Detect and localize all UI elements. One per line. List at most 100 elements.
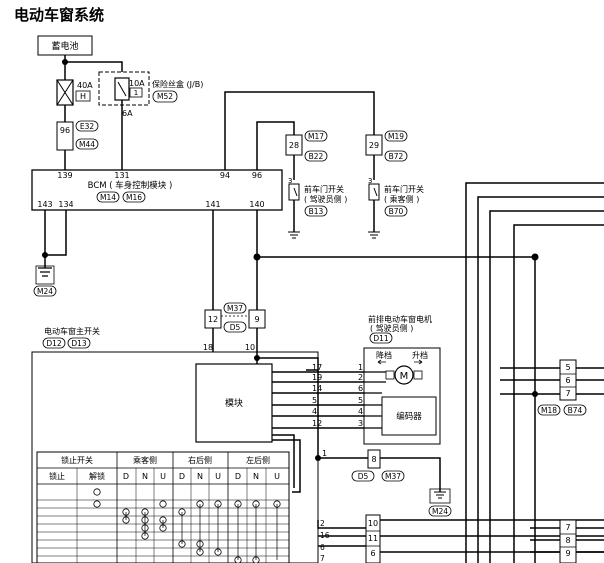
svg-text:右后侧: 右后侧: [188, 455, 212, 465]
connector-96: 96 E32 M44: [56, 120, 99, 151]
joint-connector-12-9: 12 9 M37 D5: [204, 302, 266, 333]
svg-text:( 乘客侧 ): ( 乘客侧 ): [384, 194, 419, 204]
svg-text:2: 2: [358, 373, 363, 382]
svg-text:7: 7: [565, 389, 570, 398]
svg-text:8: 8: [565, 536, 570, 545]
svg-text:M24: M24: [37, 287, 53, 296]
svg-text:升档: 升档: [412, 350, 428, 360]
svg-text:D11: D11: [373, 334, 389, 343]
bottom-connector: 10 11 6 2 16 6 7: [320, 514, 381, 563]
svg-text:18: 18: [203, 343, 213, 352]
svg-text:乘客侧: 乘客侧: [133, 455, 157, 465]
svg-text:134: 134: [58, 200, 73, 209]
svg-text:D12: D12: [46, 339, 62, 348]
svg-text:10A: 10A: [129, 79, 145, 88]
power-window-main-switch: 电动车窗主开关 D12 D13 18 10: [31, 326, 319, 563]
svg-text:141: 141: [205, 200, 220, 209]
junction-dots: [42, 59, 539, 461]
svg-text:M14: M14: [100, 193, 116, 202]
svg-text:( 驾驶员侧 ): ( 驾驶员侧 ): [370, 323, 413, 333]
svg-text:降档: 降档: [376, 350, 392, 360]
svg-text:10: 10: [245, 343, 255, 352]
svg-text:139: 139: [57, 171, 72, 180]
svg-text:19: 19: [312, 373, 322, 382]
svg-text:16: 16: [320, 531, 330, 540]
battery: 蓄电池: [37, 35, 93, 56]
svg-text:M: M: [400, 371, 409, 382]
front-window-motor-driver: 前排电动车窗电机 ( 驾驶员侧 ) D11 降档 升档 M 编码器: [363, 314, 441, 445]
svg-text:94: 94: [220, 171, 230, 180]
svg-text:3: 3: [288, 177, 292, 185]
svg-text:D5: D5: [358, 472, 369, 481]
svg-text:6: 6: [565, 376, 570, 385]
svg-text:12: 12: [312, 419, 322, 428]
svg-text:编码器: 编码器: [396, 411, 422, 422]
svg-text:蓄电池: 蓄电池: [51, 40, 78, 52]
ground-left: M24: [33, 265, 57, 297]
svg-text:28: 28: [289, 141, 299, 150]
svg-text:131: 131: [114, 171, 129, 180]
svg-text:M37: M37: [385, 472, 401, 481]
svg-text:29: 29: [369, 141, 379, 150]
svg-text:M37: M37: [227, 304, 243, 313]
fuse-10a-box: 10A 1 保险丝盒 (J/B) M52 6A: [98, 71, 203, 118]
svg-text:D: D: [235, 472, 241, 481]
svg-text:8: 8: [371, 455, 376, 464]
svg-text:左后侧: 左后侧: [246, 455, 270, 465]
svg-text:M19: M19: [388, 132, 404, 141]
svg-text:( 驾驶员侧 ): ( 驾驶员侧 ): [304, 194, 347, 204]
svg-text:3: 3: [368, 177, 372, 185]
svg-text:N: N: [253, 472, 259, 481]
svg-text:电动车窗主开关: 电动车窗主开关: [44, 326, 100, 336]
svg-text:14: 14: [312, 384, 322, 393]
svg-text:D5: D5: [230, 323, 241, 332]
svg-text:1: 1: [322, 449, 327, 458]
svg-text:6A: 6A: [122, 109, 133, 118]
svg-text:B72: B72: [389, 152, 404, 161]
svg-text:M16: M16: [126, 193, 142, 202]
svg-text:4: 4: [312, 407, 317, 416]
bcm-module: 139 131 94 96 BCM ( 车身控制模块 ) M14 M16 143…: [31, 169, 283, 211]
svg-text:6: 6: [370, 549, 375, 558]
svg-text:M17: M17: [308, 132, 324, 141]
fuse-40a: 40A H: [56, 79, 93, 106]
svg-text:1: 1: [358, 363, 363, 372]
svg-text:143: 143: [37, 200, 52, 209]
svg-text:5: 5: [565, 363, 570, 372]
svg-text:96: 96: [252, 171, 262, 180]
svg-text:140: 140: [249, 200, 264, 209]
svg-text:40A: 40A: [77, 81, 93, 90]
svg-text:12: 12: [208, 315, 218, 324]
svg-text:前排电动车窗电机: 前排电动车窗电机: [368, 314, 432, 324]
svg-text:D: D: [123, 472, 129, 481]
svg-text:96: 96: [60, 126, 70, 135]
svg-text:3: 3: [358, 419, 363, 428]
svg-text:锁止开关: 锁止开关: [61, 455, 93, 465]
svg-text:模块: 模块: [225, 397, 243, 409]
svg-text:B22: B22: [309, 152, 324, 161]
svg-text:17: 17: [312, 363, 322, 372]
svg-text:11: 11: [368, 534, 378, 543]
svg-text:BCM ( 车身控制模块 ): BCM ( 车身控制模块 ): [88, 180, 173, 191]
svg-text:D13: D13: [71, 339, 87, 348]
svg-text:7: 7: [320, 554, 325, 563]
svg-text:D: D: [179, 472, 185, 481]
svg-text:6: 6: [320, 543, 325, 552]
svg-text:保险丝盒 (J/B): 保险丝盒 (J/B): [152, 79, 203, 89]
right-connector-lower: 7 8 9: [559, 519, 577, 563]
svg-text:M18: M18: [541, 406, 557, 415]
svg-text:B13: B13: [309, 207, 324, 216]
svg-text:U: U: [160, 472, 166, 481]
svg-text:9: 9: [254, 315, 259, 324]
svg-text:U: U: [215, 472, 221, 481]
module-block: 模块 17 19 14 5 4 12 1 2 6 5 4 3: [195, 363, 363, 443]
svg-text:解锁: 解锁: [89, 471, 105, 481]
right-connector-m18: 5 6 7 M18 B74: [537, 359, 587, 416]
page-title: 电动车窗系统: [14, 6, 105, 24]
door-switch-driver: 28 M17 B22 3 前车门开关 ( 驾驶员侧 ) B13: [285, 130, 347, 239]
svg-text:B74: B74: [568, 406, 583, 415]
svg-text:N: N: [142, 472, 148, 481]
svg-text:H: H: [80, 92, 86, 101]
svg-text:前车门开关: 前车门开关: [384, 184, 424, 194]
